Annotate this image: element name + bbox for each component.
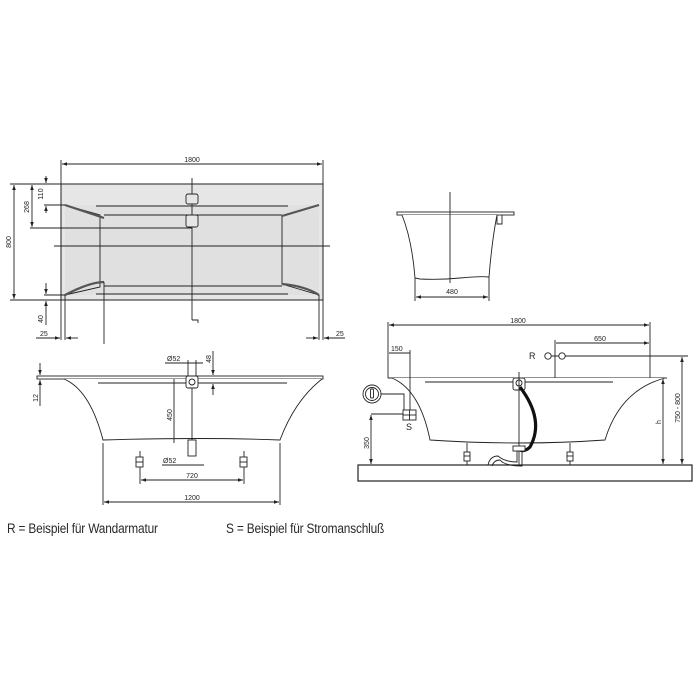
dim-750-800: 750 - 800 [675, 393, 682, 423]
dim-268: 268 [24, 201, 31, 213]
dim-drain-diameter: Ø52 [163, 458, 176, 465]
dim-rim-12: 12 [33, 394, 40, 402]
dim-40: 40 [38, 315, 45, 323]
dim-base-1200: 1200 [184, 495, 200, 502]
label-R-tap: R [529, 351, 536, 361]
dim-length-1800: 1800 [184, 157, 200, 164]
dim-bottom-480: 480 [446, 289, 458, 296]
dim-25-left: 25 [40, 331, 48, 338]
dim-h: h [656, 420, 663, 424]
floor-platform [357, 464, 693, 482]
dim-48: 48 [206, 355, 213, 363]
foot-right [239, 451, 248, 484]
dim-width-800: 800 [6, 236, 13, 248]
dim-110: 110 [38, 188, 45, 199]
install-foot-left [463, 443, 471, 465]
end-view [396, 192, 515, 301]
dim-feet-720: 720 [186, 473, 198, 480]
front-view [36, 351, 324, 505]
legend-s: S = Beispiel für Stromanschluß [226, 521, 385, 536]
dim-depth-450: 450 [167, 409, 174, 421]
dim-install-1800: 1800 [510, 318, 526, 325]
dim-socket-150: 150 [391, 346, 403, 353]
legend-r: R = Beispiel für Wandarmatur [7, 521, 158, 536]
foot-left [135, 451, 144, 484]
top-view [10, 160, 345, 344]
install-foot-right [566, 443, 574, 465]
dim-overflow-diameter: Ø52 [167, 356, 180, 363]
label-S-socket: S [406, 422, 412, 432]
dim-socket-350: 350 [364, 437, 371, 449]
dim-tap-650: 650 [594, 336, 606, 343]
install-view [357, 322, 693, 482]
dim-25-right: 25 [336, 331, 344, 338]
